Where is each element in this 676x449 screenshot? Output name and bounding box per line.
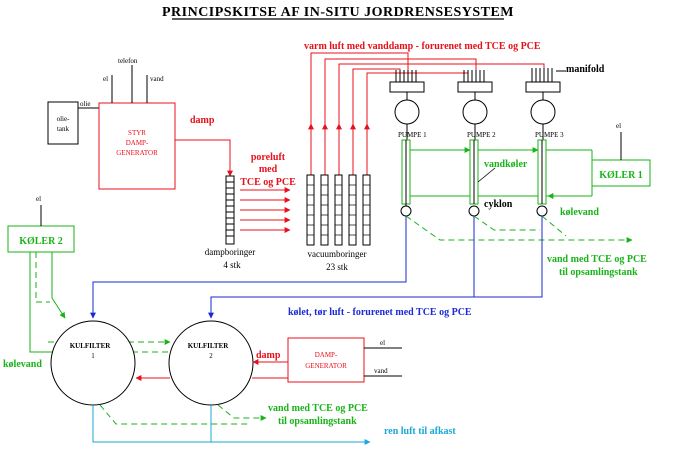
hot-air-label: varm luft med vanddamp - forurenet med T… <box>304 41 541 52</box>
cyclone-3 <box>536 205 548 217</box>
water-cooler-tubes <box>401 139 593 205</box>
kolevand-label-left: kølevand <box>3 359 42 370</box>
manifold-label: manifold <box>566 64 605 75</box>
koler-1-box <box>591 159 651 187</box>
el-label-top: el <box>103 75 108 83</box>
manifold-2 <box>457 70 493 100</box>
vacuum-wells-label: vacuumboringer <box>308 249 367 259</box>
condensate-label-2: til opsamlingstank <box>559 267 638 278</box>
diagram-title: PRINCIPSKITSE AF IN-SITU JORDRENSESYSTEM <box>162 5 514 20</box>
condensate-label-1: vand med TCE og PCE <box>547 254 647 265</box>
steam-generator <box>287 337 365 383</box>
vacuum-wells <box>306 174 371 246</box>
vandkoler-pointer <box>477 167 496 183</box>
pump-2-label: PUMPE 2 <box>467 131 496 139</box>
manifold-3 <box>525 68 566 100</box>
cyclone-2 <box>468 205 480 217</box>
pump-1 <box>394 99 420 140</box>
koler-2-label: KØLER 2 <box>19 236 63 247</box>
manifold-1 <box>389 70 425 100</box>
pump-3-label: PUMPE 3 <box>535 131 564 139</box>
carbon-filter-2-label: KULFILTER <box>188 342 230 350</box>
clean-air-label: ren luft til afkast <box>384 426 456 437</box>
filter-condensate <box>99 404 267 425</box>
koler-2-cooling-lines <box>29 252 66 353</box>
oil-tank <box>47 101 79 145</box>
vacuum-well-screens <box>307 184 370 236</box>
cooled-air-label: kølet, tør luft - forurenet med TCE og P… <box>288 307 472 318</box>
filter-condensate-label-1: vand med TCE og PCE <box>268 403 368 414</box>
control-steam-generator-label-2: DAMP- <box>126 139 149 147</box>
control-steam-generator <box>98 102 176 190</box>
pore-air-arrows <box>240 187 291 233</box>
vandkoler-label: vandkøler <box>484 159 528 170</box>
cooled-air-piping <box>90 216 543 319</box>
carbon-filter-1-number: 1 <box>91 352 95 360</box>
vand-label-top: vand <box>150 75 164 83</box>
steam-line <box>175 139 233 177</box>
carbon-filter-1 <box>50 320 136 406</box>
koler-1-label: KØLER 1 <box>599 170 643 181</box>
hot-air-piping <box>308 52 545 175</box>
pump-3 <box>530 99 556 140</box>
steam-generator-vand-label: vand <box>374 367 388 375</box>
cyclone-label: cyklon <box>484 199 513 210</box>
pore-air-label-3: TCE og PCE <box>240 177 296 188</box>
telefon-label: telefon <box>118 57 138 65</box>
kolevand-label-right: kølevand <box>560 207 599 218</box>
vacuum-wells-count: 23 stk <box>326 262 348 272</box>
steam-wells-label: dampboringer <box>205 247 255 257</box>
pore-air-label-1: poreluft <box>251 152 286 163</box>
steam-generator-el-label: el <box>380 339 385 347</box>
condensate-lines <box>405 215 633 243</box>
steam-label: damp <box>190 115 215 126</box>
regeneration-steam-label: damp <box>256 350 281 361</box>
filter-condensate-label-2: til opsamlingstank <box>278 416 357 427</box>
steam-generator-label-1: DAMP- <box>315 351 338 359</box>
carbon-filter-2-number: 2 <box>209 352 213 360</box>
clean-air-exhaust <box>92 405 371 445</box>
cyclone-1 <box>400 204 412 217</box>
steam-wells-count: 4 stk <box>223 260 241 270</box>
carbon-filter-2 <box>168 320 254 406</box>
steam-generator-label-2: GENERATOR <box>305 362 347 370</box>
control-steam-generator-label-1: STYR <box>128 129 146 137</box>
control-steam-generator-label-3: GENERATOR <box>116 149 158 157</box>
oil-tank-label-2: tank <box>57 125 70 133</box>
koler-2-el-label: el <box>36 195 41 203</box>
steam-wells <box>225 175 235 245</box>
koler-1-el-label: el <box>616 122 621 130</box>
oil-feed-label: olie <box>80 100 91 108</box>
pump-1-label: PUMPE 1 <box>398 131 427 139</box>
regeneration-steam <box>135 359 288 381</box>
oil-tank-label-1: olie- <box>57 115 70 123</box>
pump-2 <box>462 99 488 140</box>
pore-air-label-2: med <box>259 164 278 175</box>
carbon-filter-1-label: KULFILTER <box>70 342 112 350</box>
